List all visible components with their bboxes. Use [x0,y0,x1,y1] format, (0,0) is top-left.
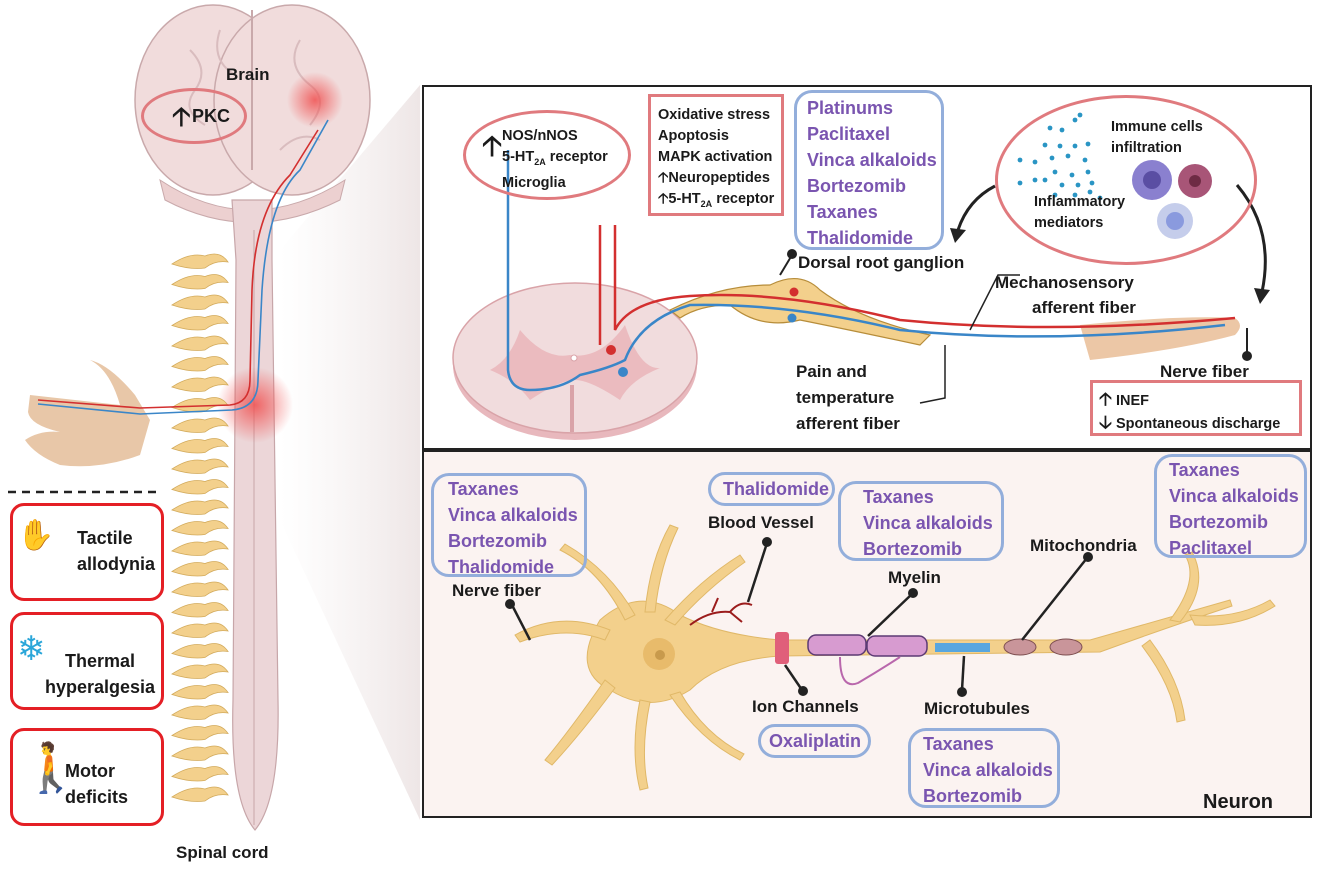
dorsal-root-ganglion-label: Dorsal root ganglion [798,253,965,272]
vertebra-ganglion-icon [171,458,229,474]
microtubules-label: Microtubules [924,699,1030,718]
pain-label-2: temperature [796,388,895,407]
vertebra-ganglion-icon [171,376,229,392]
vertebra-ganglion-icon [171,663,229,679]
nerve-fiber-drug-list: Taxanes Vinca alkaloids Bortezomib Thali… [431,473,587,577]
drg-mechanisms-box: Oxidative stress Apoptosis MAPK activati… [648,94,784,216]
myelin-label: Myelin [888,568,941,587]
blood-vessel-drug-list: Thalidomide [708,472,835,506]
vertebra-ganglion-icon [171,581,229,597]
vertebra-ganglion-icon [171,274,229,290]
up-arrow-icon: 🡡 [658,191,669,207]
vertebra-ganglion-icon [171,253,229,269]
vertebra-ganglion-icon [171,643,229,659]
myelin-drug-list: Taxanes Vinca alkaloids Bortezomib [838,481,1004,561]
up-arrow-icon: 🡡 [1099,389,1112,409]
mediators-label: mediators [1034,215,1104,231]
symptom-thermal-hyperalgesia: ❄ Thermal hyperalgesia [10,612,164,710]
immune-cells-label: Immune cells [1111,119,1203,135]
vertebra-ganglion-icon [171,704,229,720]
ion-channels-label: Ion Channels [752,697,859,716]
vertebra-ganglion-icon [171,520,229,536]
bent-person-icon: 🚶 [21,742,81,795]
vertebra-ganglion-icon [171,766,229,782]
infiltration-label: infiltration [1111,140,1182,156]
mitochondria-drug-list: Taxanes Vinca alkaloids Bortezomib Pacli… [1154,454,1307,558]
inflammatory-label: Inflammatory [1034,194,1126,210]
down-arrow-icon: 🡣 [1099,412,1112,432]
vertebra-ganglion-icon [171,479,229,495]
spinal-changes-oval [463,110,631,200]
spinal-cord-icon [231,199,279,831]
pkc-up-arrow-icon: 🡡 [172,101,191,131]
spinal-cord-label: Spinal cord [176,843,269,862]
vertebra-ganglion-icon [171,315,229,331]
vertebra-ganglion-icon [171,622,229,638]
vertebra-ganglion-icon [171,356,229,372]
vertebra-ganglion-icon [171,438,229,454]
vertebra-ganglion-icon [171,786,229,802]
vertebrae-column [171,253,229,802]
vertebra-ganglion-icon [171,417,229,433]
vertebra-ganglion-icon [171,499,229,515]
vertebra-ganglion-icon [171,540,229,556]
sensory-fiber-red [37,129,319,409]
vertebra-ganglion-icon [171,561,229,577]
nerve-fiber-label-top: Nerve fiber [1160,362,1249,381]
mitochondria-label: Mitochondria [1030,536,1137,555]
vertebra-ganglion-icon [171,725,229,741]
brain-icon [134,4,371,223]
spinal-changes-list: NOS/nNOS 5-HT2A receptor Microglia [502,128,608,191]
pain-label-1: Pain and [796,362,867,381]
blood-vessel-label: Blood Vessel [708,513,814,532]
pain-label-3: afferent fiber [796,414,900,433]
ion-channel-drug-list: Oxaliplatin [758,724,871,758]
brain-label: Brain [226,65,270,84]
pkc-oval [141,88,247,144]
snowflake-thermometer-icon: ❄ [17,630,46,668]
neuron-title: Neuron [1203,791,1273,813]
afferent-fiber-label: afferent fiber [1032,298,1136,317]
symptom-tactile-allodynia: ✋ Tactile allodynia [10,503,164,601]
vertebra-ganglion-icon [171,294,229,310]
up-arrow-icon: 🡡 [658,170,669,186]
pkc-label: PKC [192,106,231,126]
vertebra-ganglion-icon [171,684,229,700]
vertebra-ganglion-icon [171,745,229,761]
vertebra-ganglion-icon [171,602,229,618]
nerve-fiber-label-bottom: Nerve fiber [452,581,541,600]
nerve-fiber-changes-box: 🡡 INEF 🡣 Spontaneous discharge [1090,380,1302,436]
mechanosensory-label: Mechanosensory [995,273,1134,292]
hand-icon [25,360,150,467]
hand-syringe-icon: ✋ [17,519,55,552]
sensory-fiber-blue [37,119,329,415]
drg-drug-list: Platinums Paclitaxel Vinca alkaloids Bor… [794,90,944,250]
symptom-motor-deficits: 🚶 Motor deficits [10,728,164,826]
immune-oval [995,95,1257,265]
zoom-fan [280,85,420,820]
microtubule-drug-list: Taxanes Vinca alkaloids Bortezomib [908,728,1060,808]
spinal-up-arrow-icon: 🡡 [482,130,503,161]
vertebra-ganglion-icon [171,335,229,351]
